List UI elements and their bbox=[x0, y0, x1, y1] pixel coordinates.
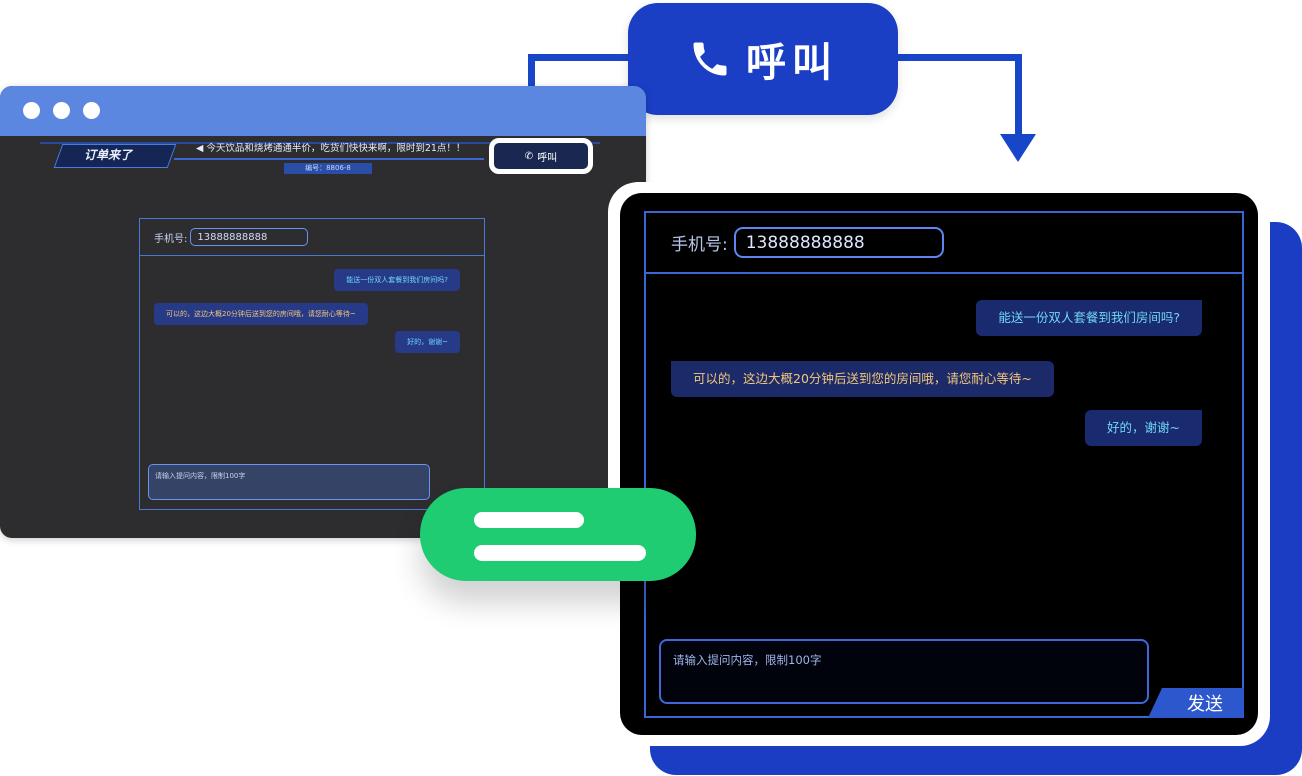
callout-connector-right-vertical bbox=[1015, 54, 1022, 138]
app-logo: 订单来了 bbox=[84, 148, 133, 162]
decoration-line bbox=[474, 545, 646, 561]
phone-label: 手机号: bbox=[671, 235, 728, 255]
hud-divider bbox=[40, 142, 600, 144]
call-button[interactable]: ✆ 呼叫 bbox=[489, 138, 593, 174]
window-dot-icon[interactable] bbox=[23, 102, 40, 119]
chat-message-outgoing: 能送一份双人套餐到我们房间吗? bbox=[334, 269, 460, 291]
announcement-text: 今天饮品和烧烤通通半价，吃货们快快来啊，限时到21点！！ bbox=[206, 143, 466, 154]
chat-message-outgoing: 好的，谢谢~ bbox=[1085, 410, 1202, 446]
call-button-label: 呼叫 bbox=[537, 152, 558, 164]
send-button[interactable]: 发送 bbox=[1148, 688, 1244, 718]
phone-field[interactable]: 13888888888 bbox=[190, 228, 309, 246]
decoration-line bbox=[474, 512, 584, 528]
phone-field[interactable]: 13888888888 bbox=[733, 227, 944, 258]
phone-label: 手机号: bbox=[154, 233, 188, 245]
message-decoration bbox=[420, 488, 696, 581]
chat-message-outgoing: 能送一份双人套餐到我们房间吗? bbox=[976, 300, 1202, 336]
callout-connector-left-horizontal bbox=[528, 54, 632, 61]
message-input-small[interactable]: 请输入提问内容，限制100字 bbox=[148, 464, 430, 500]
chat-panel-small: 手机号: 13888888888 能送一份双人套餐到我们房间吗? 可以的，这边大… bbox=[139, 218, 485, 510]
serial-badge: 编号：8806-8 bbox=[284, 163, 372, 174]
message-input[interactable]: 请输入提问内容，限制100字 bbox=[659, 639, 1149, 704]
callout-connector-right-horizontal bbox=[894, 54, 1022, 61]
chat-message-incoming: 可以的，这边大概20分钟后送到您的房间哦，请您耐心等待~ bbox=[671, 361, 1054, 397]
callout-arrow-icon bbox=[1000, 134, 1036, 162]
window-dot-icon[interactable] bbox=[53, 102, 70, 119]
speaker-icon: ◀︎ bbox=[196, 143, 204, 154]
hud-divider bbox=[174, 158, 484, 160]
chat-message-outgoing: 好的，谢谢~ bbox=[395, 331, 460, 353]
window-titlebar bbox=[0, 86, 646, 136]
chat-header: 手机号: 13888888888 bbox=[646, 213, 1242, 274]
call-callout-label: 呼叫 bbox=[746, 40, 838, 86]
window-dot-icon[interactable] bbox=[83, 102, 100, 119]
chat-message-incoming: 可以的，这边大概20分钟后送到您的房间哦，请您耐心等待~ bbox=[154, 303, 368, 325]
chat-header-small: 手机号: 13888888888 bbox=[140, 219, 484, 256]
announcement-marquee: ◀︎ 今天饮品和烧烤通通半价，吃货们快快来啊，限时到21点！！ bbox=[196, 140, 465, 154]
phone-icon: ✆ bbox=[524, 150, 534, 162]
chat-panel: 手机号: 13888888888 能送一份双人套餐到我们房间吗? 可以的，这边大… bbox=[644, 211, 1244, 718]
phone-icon bbox=[693, 42, 727, 76]
call-callout: 呼叫 bbox=[628, 3, 898, 115]
